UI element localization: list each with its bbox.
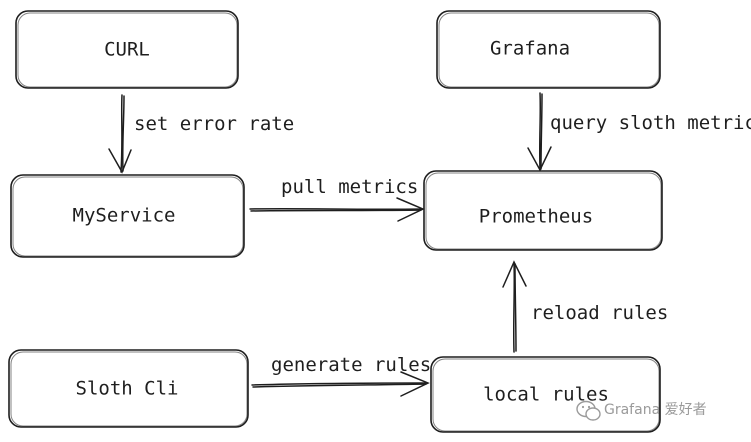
node-prometheus-label: Prometheus	[479, 206, 593, 228]
edge-set-error-rate-label: set error rate	[134, 113, 294, 135]
edge-localrules-to-prometheus: reload rules	[502, 260, 668, 353]
node-grafana-label: Grafana	[490, 38, 570, 60]
node-myservice-label: MyService	[73, 205, 176, 227]
edge-slothcli-to-localrules: generate rules	[251, 354, 431, 397]
edge-query-sloth-metrics-label: query sloth metrics	[550, 112, 751, 134]
wechat-icon	[576, 400, 601, 421]
node-myservice: MyService	[10, 174, 245, 258]
node-curl: CURL	[15, 10, 239, 89]
node-prometheus: Prometheus	[423, 170, 663, 251]
watermark-text: Grafana 爱好者	[604, 402, 707, 418]
node-curl-label: CURL	[104, 39, 150, 61]
node-grafana: Grafana	[436, 10, 661, 89]
edge-grafana-to-prometheus: query sloth metrics	[527, 92, 751, 172]
edge-reload-rules-label: reload rules	[531, 302, 668, 324]
edge-pull-metrics-label: pull metrics	[281, 176, 418, 198]
watermark: Grafana 爱好者	[576, 400, 707, 421]
node-sloth-cli-label: Sloth Cli	[76, 378, 179, 400]
node-local-rules: local rules	[430, 356, 661, 433]
node-sloth-cli: Sloth Cli	[8, 349, 249, 428]
edge-myservice-to-prometheus: pull metrics	[249, 176, 425, 222]
node-local-rules-label: local rules	[483, 384, 609, 406]
edge-curl-to-myservice: set error rate	[108, 94, 294, 174]
edge-generate-rules-label: generate rules	[271, 354, 431, 376]
